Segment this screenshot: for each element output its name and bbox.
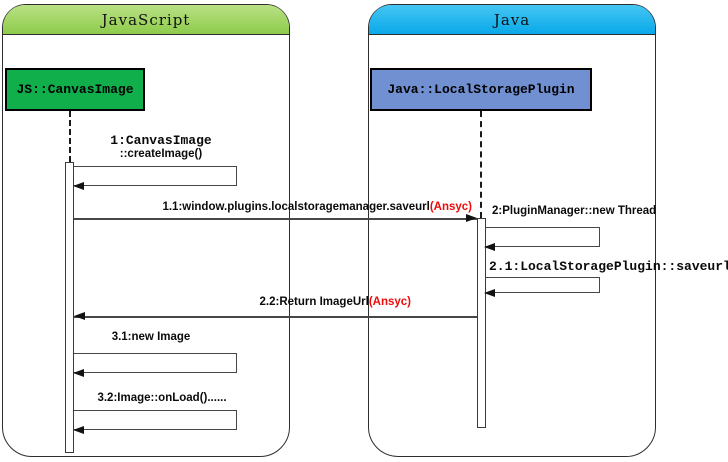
frame-java: Java [368,4,656,457]
arrowhead-left-icon [73,369,84,378]
frame-java-header: Java [369,5,655,35]
message-2-2-arrow [74,312,477,321]
object-label-js-canvasimage: JS::CanvasImage [16,82,134,97]
message-label-1-1: 1.1:window.plugins.localstoragemanager.s… [76,201,472,213]
activation-bar-localstorageplugin [477,218,486,428]
message-2-text: 2:PluginManager::new Thread [492,205,657,217]
message-3-1-self-loop [73,353,237,378]
frame-javascript-title: JavaScript [101,10,191,29]
message-1-self-loop [73,166,237,191]
message-label-2: 2:PluginManager::new Thread [492,205,656,217]
message-2-self-loop [484,227,600,252]
message-1-line2: ::createImage() [119,148,203,160]
lifeline-canvasimage [69,111,71,162]
frame-javascript-header: JavaScript [3,5,289,35]
message-3-1-text: 3.1:new Image [111,331,191,343]
message-3-2-self-loop [73,410,237,435]
message-1-1-async-tag: (Ansyc) [429,201,472,213]
message-2-2-text: 2.2:Return ImageUrl [259,296,369,308]
message-2-1-text: 2.1:LocalStoragePlugin::saveurl [489,259,728,274]
arrowhead-left-icon [73,426,84,435]
object-box-java-localstorageplugin: Java::LocalStoragePlugin [370,68,592,111]
message-1-1-text: 1.1:window.plugins.localstoragemanager.s… [162,201,430,213]
message-label-1: 1:CanvasImage ::createImage() [86,133,236,160]
message-3-2-text: 3.2:Image::onLoad()...... [97,392,227,404]
message-2-2-async-tag: (Ansyc) [368,296,411,308]
message-2-1-self-loop [484,277,600,298]
message-label-3-1: 3.1:new Image [76,331,226,343]
object-box-js-canvasimage: JS::CanvasImage [5,68,145,111]
message-label-2-1: 2.1:LocalStoragePlugin::saveurl [489,259,728,274]
arrowhead-left-icon [484,289,495,298]
arrowhead-left-icon [74,312,85,321]
arrowhead-left-icon [73,182,84,191]
frame-java-title: Java [493,10,531,29]
object-label-java-localstorageplugin: Java::LocalStoragePlugin [387,82,575,97]
message-label-2-2: 2.2:Return ImageUrl(Ansyc) [76,296,411,308]
message-label-3-2: 3.2:Image::onLoad()...... [76,392,248,404]
message-1-1-arrow [74,214,477,223]
arrowhead-left-icon [484,243,495,252]
message-1-line1: 1:CanvasImage [110,133,212,148]
arrowhead-right-icon [466,214,477,223]
lifeline-localstorageplugin [480,111,482,218]
activation-bar-canvasimage [65,162,74,453]
